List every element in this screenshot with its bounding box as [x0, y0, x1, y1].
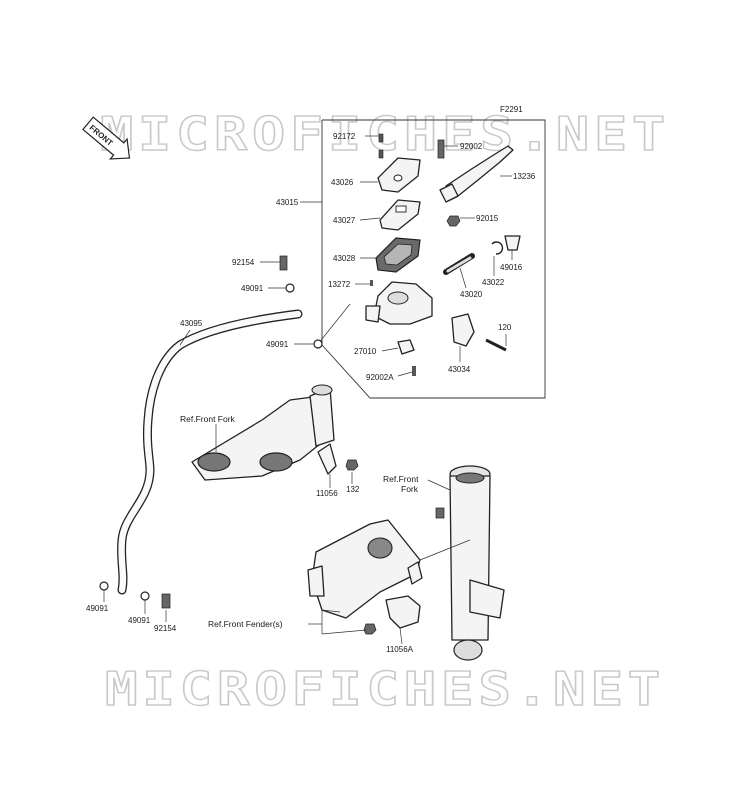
label-120: 120 [498, 323, 512, 332]
brake-lever-13236 [439, 145, 514, 203]
label-13236: 13236 [513, 172, 536, 181]
label-49091-bottom: 49091 [128, 616, 151, 625]
piston-kit-43020 [443, 253, 475, 275]
pin-13272 [370, 280, 373, 286]
bolt-120 [485, 338, 507, 352]
clamp-43034 [451, 313, 475, 347]
label-92154-top: 92154 [232, 258, 255, 267]
washer-49091-top [285, 283, 295, 293]
banjo-bolt-92154-top [279, 255, 288, 271]
bolt-92002 [437, 139, 445, 159]
label-27010: 27010 [354, 347, 377, 356]
assembly-frame-43015 [321, 119, 546, 399]
front-fender-bracket [307, 519, 423, 619]
cap-49016 [504, 235, 521, 251]
screw-92002A [412, 366, 416, 376]
label-49016: 49016 [500, 263, 523, 272]
bolt-132 [345, 459, 359, 471]
nut-92015 [446, 215, 461, 227]
reservoir-cap-43026 [377, 157, 421, 193]
upper-fork-bracket [191, 384, 335, 481]
master-cylinder-body [365, 281, 433, 325]
label-43095: 43095 [180, 319, 203, 328]
clip-43022 [491, 241, 504, 255]
bolt-fender [363, 623, 377, 635]
washer-49091-left [99, 581, 109, 591]
switch-27010 [397, 339, 415, 355]
watermark-top: MICROFICHES.NET [100, 107, 670, 161]
banjo-bolt-92154-bottom [161, 593, 171, 609]
diaphragm-43028 [375, 237, 421, 273]
washer-49091-bottom [140, 591, 150, 601]
brake-hose-43095 [117, 309, 303, 595]
label-49091-top: 49091 [241, 284, 264, 293]
label-132: 132 [346, 485, 360, 494]
label-43015: 43015 [276, 198, 299, 207]
label-11056A: 11056A [386, 645, 414, 654]
washer-49091-mid [313, 339, 323, 349]
label-92154-bottom: 92154 [154, 624, 177, 633]
ref-front-fork-right-line2: Fork [401, 484, 419, 494]
plate-43027 [379, 199, 421, 231]
ref-front-fork-right-line1: Ref.Front [383, 474, 419, 484]
label-11056: 11056 [316, 489, 338, 498]
watermark-bottom: MICROFICHES.NET [105, 662, 665, 716]
label-43028: 43028 [333, 254, 356, 263]
label-92015: 92015 [476, 214, 499, 223]
label-13272: 13272 [328, 280, 351, 289]
label-43026: 43026 [331, 178, 354, 187]
screw-92172 [378, 133, 384, 159]
label-49091-mid: 49091 [266, 340, 289, 349]
label-43022: 43022 [482, 278, 505, 287]
label-92002A: 92002A [366, 373, 394, 382]
label-43034: 43034 [448, 365, 471, 374]
ref-front-fender: Ref.Front Fender(s) [208, 619, 283, 629]
front-fork-leg [435, 465, 505, 661]
label-92172: 92172 [333, 132, 356, 141]
label-43020: 43020 [460, 290, 483, 299]
label-49091-left: 49091 [86, 604, 109, 613]
label-92002: 92002 [460, 142, 483, 151]
bracket-11056 [317, 443, 337, 475]
diagram-code: F2291 [500, 105, 523, 114]
bracket-11056A [385, 595, 421, 629]
label-43027: 43027 [333, 216, 356, 225]
ref-front-fork-upper: Ref.Front Fork [180, 414, 236, 424]
